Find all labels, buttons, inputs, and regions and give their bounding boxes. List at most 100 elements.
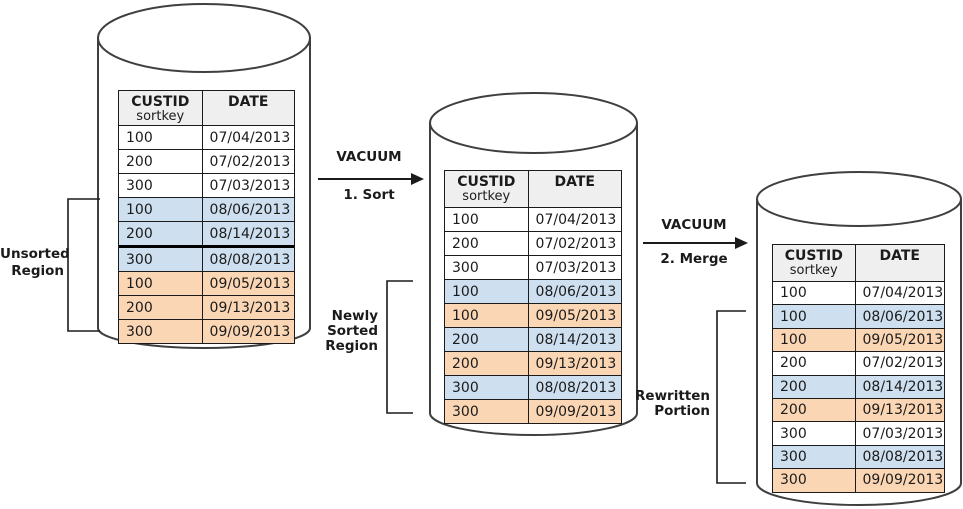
- custid-column-header: CUSTID: [457, 174, 516, 190]
- custid-cell: 100: [119, 198, 203, 221]
- date-cell: 09/05/2013: [862, 331, 944, 348]
- table-row: 100 07/04/2013: [773, 282, 944, 305]
- date-cell: 09/09/2013: [862, 472, 944, 489]
- table-row: 300 07/03/2013: [119, 173, 294, 197]
- unsorted-region-bracket: [67, 198, 100, 332]
- merge-arrow: [643, 237, 748, 249]
- table-row: 300 09/09/2013: [119, 319, 294, 343]
- date-cell: 09/09/2013: [535, 403, 617, 420]
- rewritten-portion-label: Rewritten Portion: [635, 388, 710, 419]
- custid-cell: 300: [119, 320, 203, 343]
- date-column-header: DATE: [554, 174, 595, 190]
- table-row: 200 08/14/2013: [445, 327, 621, 351]
- table-row: 200 09/13/2013: [773, 397, 944, 422]
- custid-cell: 300: [773, 422, 856, 445]
- custid-column-header: CUSTID: [784, 248, 843, 264]
- custid-column-header: CUSTID: [131, 94, 190, 110]
- custid-cell: 100: [773, 328, 856, 352]
- date-cell: 09/13/2013: [535, 355, 617, 372]
- sortkey-subheader: sortkey: [136, 109, 185, 124]
- custid-cell: 200: [445, 232, 529, 255]
- custid-cell: 300: [773, 445, 856, 469]
- date-column-header: DATE: [879, 248, 920, 264]
- table-header: CUSTID sortkey DATE: [773, 245, 944, 282]
- custid-cell: 200: [773, 398, 856, 422]
- sortkey-subheader: sortkey: [462, 189, 511, 204]
- date-cell: 08/14/2013: [535, 331, 617, 348]
- sortkey-subheader: sortkey: [789, 263, 838, 278]
- custid-cell: 100: [445, 304, 529, 327]
- unsorted-region-label: Unsorted Region: [0, 246, 70, 279]
- custid-cell: 200: [119, 222, 203, 245]
- custid-cell: 100: [119, 126, 203, 149]
- date-cell: 07/02/2013: [535, 235, 617, 252]
- custid-cell: 100: [773, 282, 856, 305]
- table-row: 300 09/09/2013: [773, 468, 944, 492]
- table-row: 100 08/06/2013: [773, 304, 944, 328]
- table-row: 100 08/06/2013: [119, 197, 294, 221]
- date-cell: 07/04/2013: [862, 285, 944, 302]
- date-cell: 09/13/2013: [209, 299, 291, 316]
- date-cell: 07/03/2013: [862, 425, 944, 442]
- table-row: 300 08/08/2013: [773, 444, 944, 469]
- custid-cell: 200: [445, 352, 529, 375]
- table-row: 300 08/08/2013: [445, 375, 621, 399]
- date-cell: 07/02/2013: [862, 355, 944, 372]
- custid-cell: 100: [773, 305, 856, 328]
- date-cell: 08/06/2013: [535, 283, 617, 300]
- date-cell: 08/06/2013: [862, 308, 944, 325]
- date-cell: 08/06/2013: [209, 201, 291, 218]
- date-cell: 07/03/2013: [535, 259, 617, 276]
- custid-cell: 200: [773, 375, 856, 398]
- date-cell: 08/08/2013: [209, 251, 291, 268]
- custid-cell: 300: [119, 248, 203, 271]
- table-row: 300 07/03/2013: [445, 255, 621, 279]
- date-cell: 07/03/2013: [209, 177, 291, 194]
- table-row: 100 08/06/2013: [445, 279, 621, 303]
- table-row: 300 08/08/2013: [119, 245, 294, 271]
- custid-cell: 200: [445, 328, 529, 351]
- date-cell: 09/13/2013: [862, 402, 944, 419]
- table-header: CUSTID sortkey DATE: [119, 91, 294, 126]
- table-original: CUSTID sortkey DATE 100 07/04/2013 200 07/0…: [118, 90, 295, 344]
- date-cell: 08/14/2013: [209, 225, 291, 242]
- custid-cell: 200: [773, 352, 856, 375]
- vacuum-sort-label: VACUUM: [336, 149, 402, 165]
- date-cell: 07/02/2013: [209, 153, 291, 170]
- table-row: 100 09/05/2013: [445, 303, 621, 327]
- rewritten-portion-bracket: [716, 310, 746, 484]
- date-column-header: DATE: [228, 94, 269, 110]
- table-after-merge: CUSTID sortkey DATE 100 07/04/2013 100 08/0…: [772, 244, 945, 493]
- table-row: 300 07/03/2013: [773, 421, 944, 445]
- date-cell: 08/08/2013: [535, 379, 617, 396]
- table-row: 100 07/04/2013: [119, 126, 294, 149]
- custid-cell: 300: [773, 469, 856, 492]
- newly-sorted-region-label: Newly Sorted Region: [325, 308, 378, 354]
- custid-cell: 100: [445, 280, 529, 303]
- table-after-sort: CUSTID sortkey DATE 100 07/04/2013 200 07/0…: [444, 170, 622, 424]
- custid-cell: 200: [119, 150, 203, 173]
- date-cell: 09/05/2013: [535, 307, 617, 324]
- date-cell: 09/05/2013: [209, 275, 291, 292]
- custid-cell: 300: [445, 376, 529, 399]
- table-row: 200 09/13/2013: [119, 295, 294, 319]
- table-row: 200 09/13/2013: [445, 351, 621, 375]
- table-row: 100 09/05/2013: [773, 327, 944, 352]
- custid-cell: 300: [445, 256, 529, 279]
- date-cell: 07/04/2013: [209, 129, 291, 146]
- date-cell: 07/04/2013: [535, 211, 617, 228]
- vacuum-merge-label: VACUUM: [661, 217, 727, 233]
- sort-step-label: 1. Sort: [343, 187, 395, 203]
- table-row: 100 07/04/2013: [445, 208, 621, 231]
- table-header: CUSTID sortkey DATE: [445, 171, 621, 208]
- date-cell: 09/09/2013: [209, 323, 291, 340]
- custid-cell: 100: [445, 208, 529, 231]
- custid-cell: 200: [119, 296, 203, 319]
- sort-arrow: [318, 173, 424, 185]
- custid-cell: 300: [119, 174, 203, 197]
- date-cell: 08/08/2013: [862, 448, 944, 465]
